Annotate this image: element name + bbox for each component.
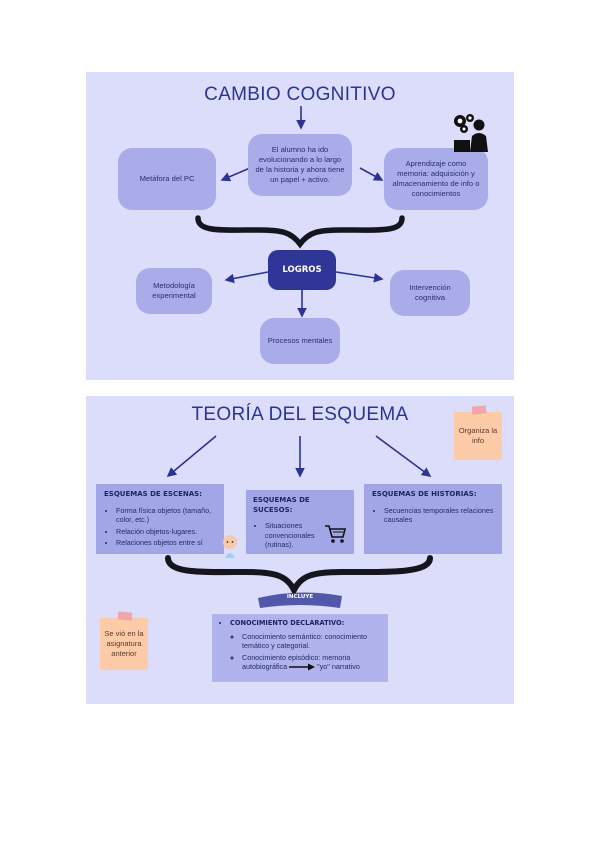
logros-hub: LOGROS — [268, 250, 336, 290]
teoria-esquema-panel: TEORÍA DEL ESQUEMA Organiza la info ESQU… — [86, 396, 514, 704]
sticky-note-left: Se vió en la asignatura anterior — [100, 618, 148, 670]
narrative-text: "yo" narrativo — [317, 662, 360, 671]
metodologia-experimental-box: Metodología experimental — [136, 268, 212, 314]
shopping-cart-icon — [324, 524, 347, 544]
list-item: Forma física objetos (tamaño, color, etc… — [116, 506, 216, 525]
includes-label: INCLUYE — [286, 594, 314, 600]
metafora-pc-box: Metáfora del PC — [118, 148, 216, 210]
baby-icon — [220, 534, 240, 558]
schema-heading: ESQUEMAS DE ESCENAS: — [104, 490, 202, 498]
list-item: Secuencias temporales relaciones causale… — [384, 506, 494, 525]
procesos-mentales-box: Procesos mentales — [260, 318, 340, 364]
schema-scenes-box: ESQUEMAS DE ESCENAS: Forma física objeto… — [96, 484, 224, 554]
list-item: Conocimiento semántico: conocimiento tem… — [242, 632, 380, 651]
arrow-right-icon — [289, 663, 316, 671]
intervencion-cognitiva-box: Intervención cognitiva — [390, 270, 470, 316]
schema-heading: ESQUEMAS DE HISTORIAS: — [372, 490, 477, 498]
gears-person-icon — [450, 112, 492, 154]
aprendizaje-memoria-box: Aprendizaje como memoria: adquisición y … — [384, 148, 488, 210]
episodic-text: Conocimiento episódico: memoria autobiog… — [242, 652, 351, 672]
schema-stories-box: ESQUEMAS DE HISTORIAS: Secuencias tempor… — [364, 484, 502, 554]
sticky-note-top: Organiza la info — [454, 412, 502, 460]
list-item: Relación objetos-lugares. — [116, 527, 216, 537]
tape — [117, 611, 133, 621]
panel-title: CAMBIO COGNITIVO — [204, 84, 396, 105]
schema-events-box: ESQUEMAS DE SUCESOS: Situaciones convenc… — [246, 490, 354, 554]
connector-lines — [165, 435, 433, 608]
panel-title: TEORÍA DEL ESQUEMA — [191, 404, 409, 425]
list-item: Conocimiento episódico: memoria autobiog… — [242, 653, 380, 672]
declarative-heading: CONOCIMIENTO DECLARATIVO: — [230, 619, 380, 629]
schema-heading: ESQUEMAS DE SUCESOS: — [253, 496, 310, 514]
connector-lines — [195, 106, 405, 318]
declarative-knowledge-box: CONOCIMIENTO DECLARATIVO: Conocimiento s… — [212, 614, 388, 682]
cambio-cognitivo-panel: CAMBIO COGNITIVO Metáfora del PC El alum… — [86, 72, 514, 380]
list-item: Relaciones objetos entre sí — [116, 538, 216, 548]
list-item: Situaciones convencionales (rutinas). — [265, 521, 331, 550]
central-statement-box: El alumno ha ido evolucionando a lo larg… — [248, 134, 352, 196]
